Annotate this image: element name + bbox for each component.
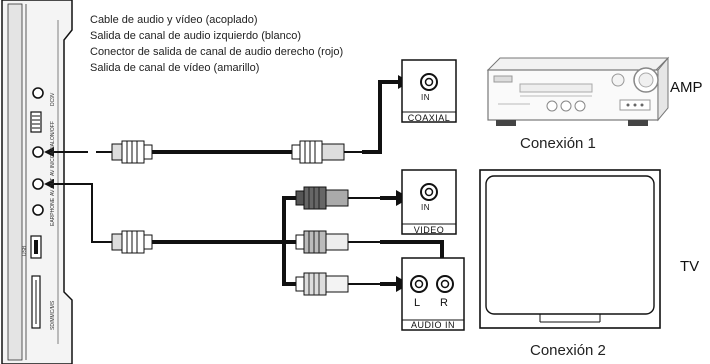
legend-av-cable: Cable de audio y vídeo (acoplado) bbox=[90, 14, 258, 26]
dvd-player-panel bbox=[1, 0, 73, 364]
rca-plug-white bbox=[295, 272, 410, 296]
video-input-box bbox=[401, 169, 457, 235]
connection-1-label: Conexión 1 bbox=[520, 135, 596, 152]
legend-video: Salida de canal de vídeo (amarillo) bbox=[90, 62, 260, 74]
audio-left-label: L bbox=[414, 297, 421, 309]
earphone-label: EARPHONE bbox=[50, 197, 56, 226]
usb-label: USB bbox=[22, 245, 28, 256]
tv-illustration bbox=[479, 169, 661, 329]
av-in-label: AV IN/COAXIAL bbox=[50, 140, 56, 176]
audio-input-box bbox=[401, 257, 465, 331]
video-caption: VIDEO bbox=[413, 225, 445, 235]
coaxial-caption: COAXIAL bbox=[407, 113, 451, 123]
amp-label: AMP bbox=[670, 79, 703, 96]
dc-jack bbox=[32, 87, 44, 99]
earphone-jack bbox=[32, 204, 44, 216]
coaxial-in-label: IN bbox=[421, 93, 430, 102]
legend-right-audio: Conector de salida de canal de audio der… bbox=[90, 46, 344, 58]
legend-left-audio: Salida de canal de audio izquierdo (blan… bbox=[90, 30, 301, 42]
av-out-label: AV OUT bbox=[50, 177, 56, 196]
video-in-label: IN bbox=[421, 203, 430, 212]
tv-label: TV bbox=[680, 258, 700, 275]
rca-plug-video bbox=[295, 186, 410, 210]
coaxial-input-box bbox=[401, 59, 457, 123]
av-in-jack bbox=[32, 146, 44, 158]
coaxial-cable bbox=[44, 75, 410, 164]
dc-label: DC9V bbox=[50, 92, 56, 106]
amplifier-illustration bbox=[486, 56, 670, 126]
av-out-jack bbox=[32, 178, 44, 190]
power-switch bbox=[30, 111, 42, 133]
audio-right-label: R bbox=[440, 297, 449, 309]
connection-2-label: Conexión 2 bbox=[530, 342, 606, 359]
switch-label: ON/OFF bbox=[50, 121, 56, 140]
card-label: SD/MMC/MS bbox=[50, 300, 56, 330]
av-cable bbox=[44, 179, 296, 286]
audio-caption: AUDIO IN bbox=[410, 320, 455, 330]
